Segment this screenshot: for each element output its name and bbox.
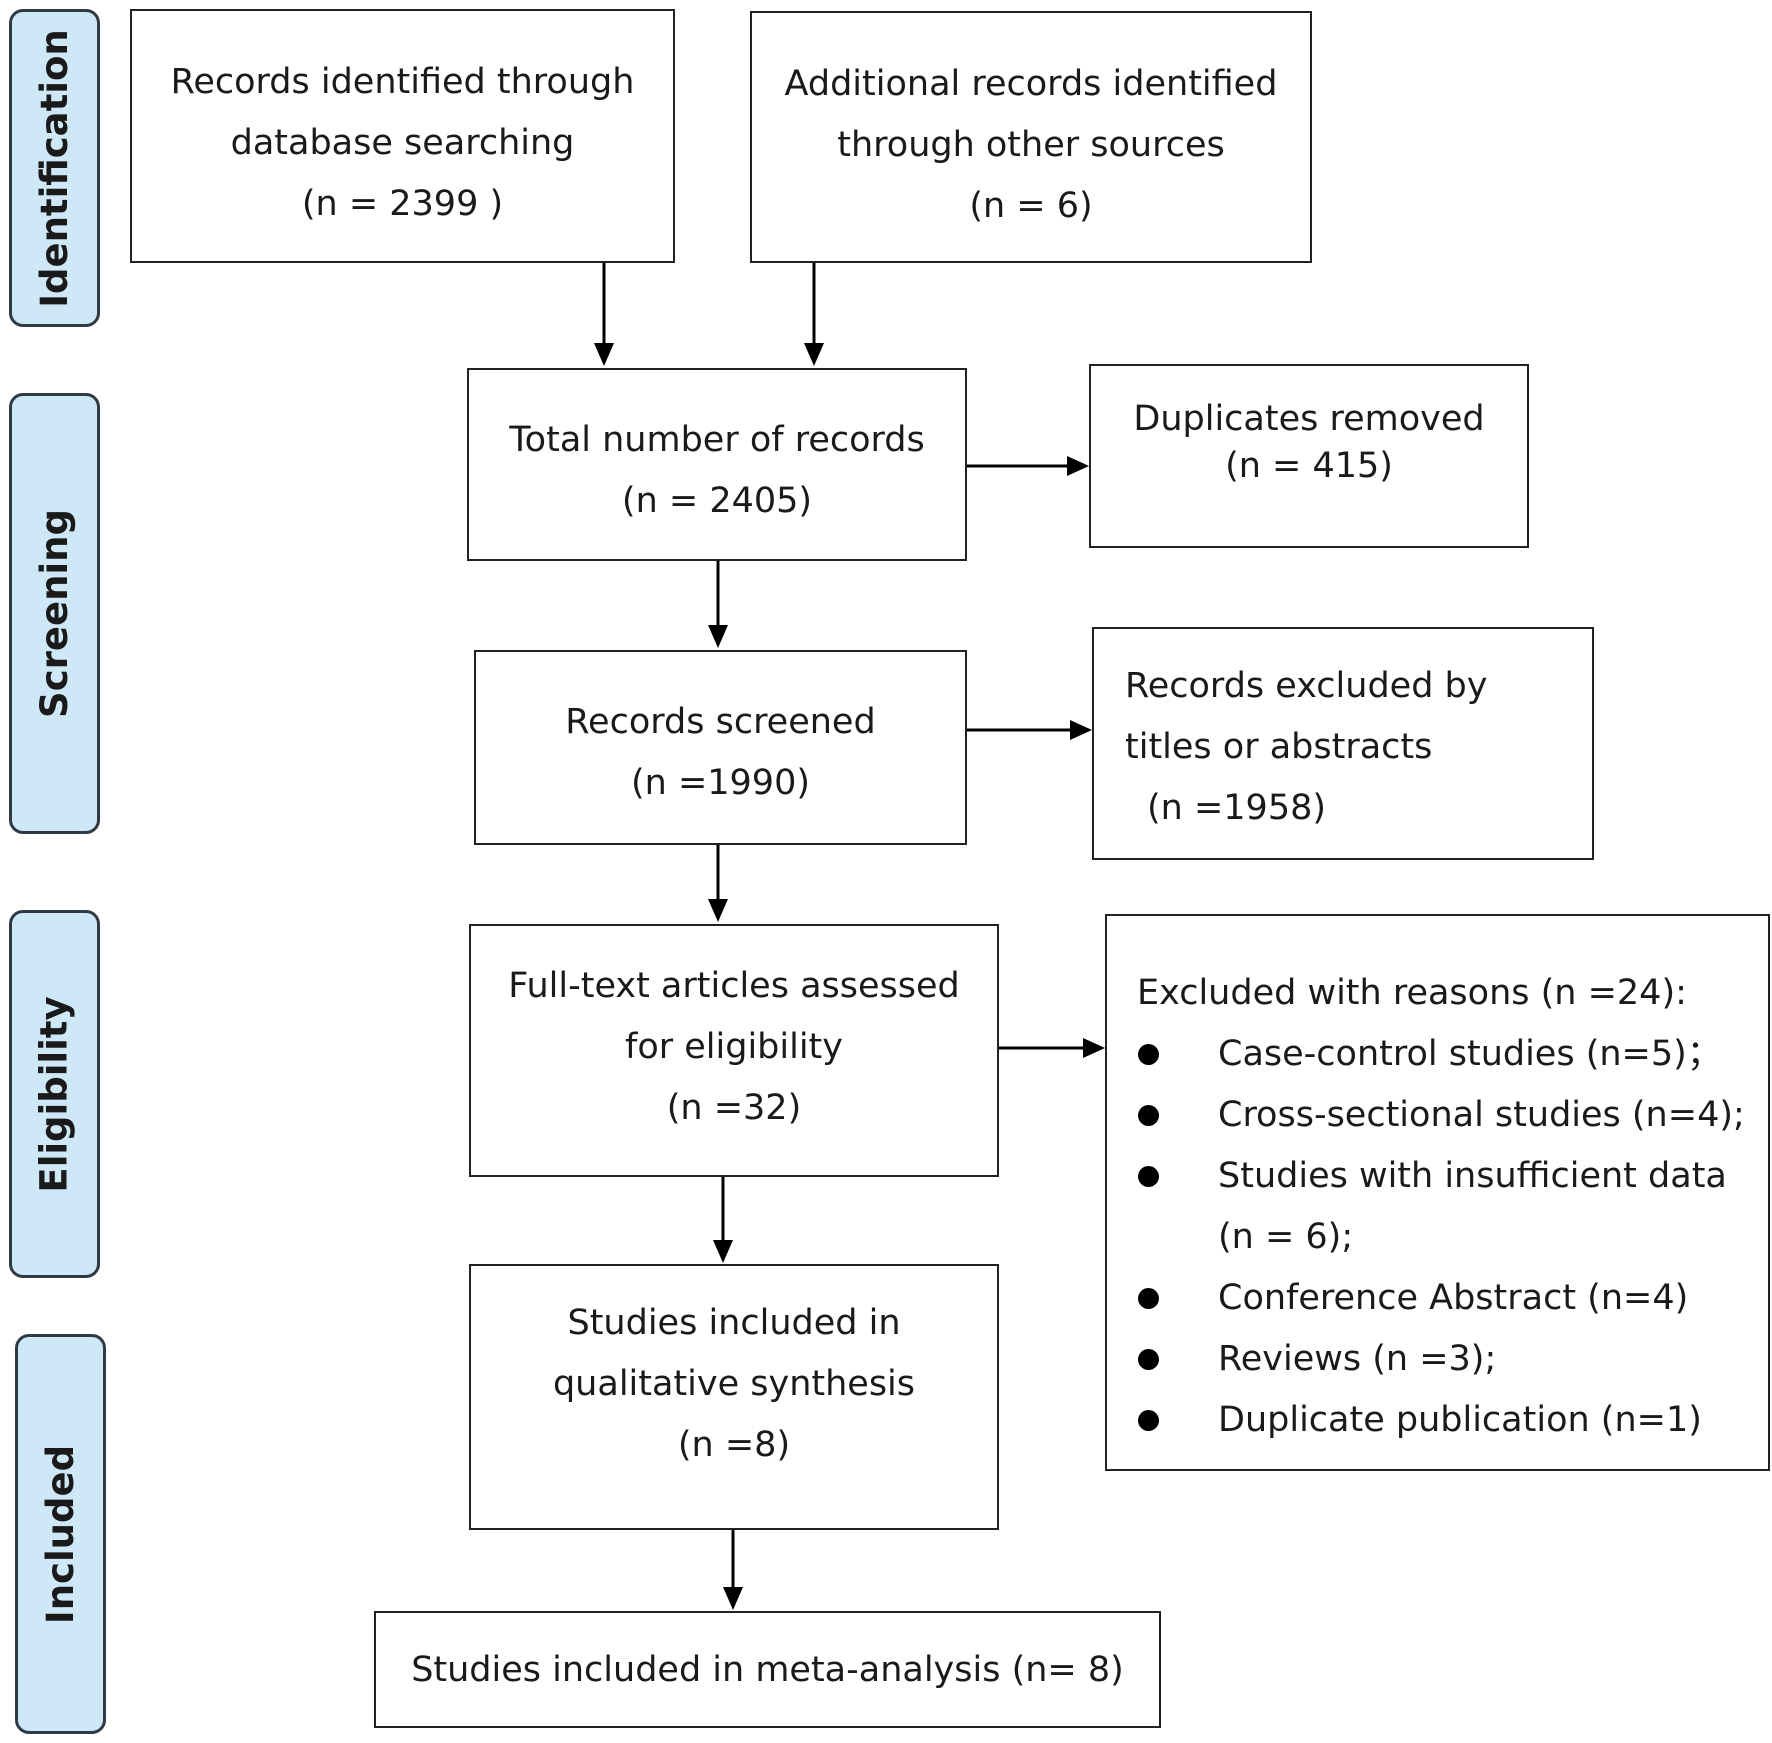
box-fulltext-assessed: Full-text articles assessed for eligibil… bbox=[469, 924, 999, 1177]
box-excluded-titles: Records excluded by titles or abstracts … bbox=[1092, 627, 1594, 860]
box-line: (n = 415) bbox=[1225, 446, 1393, 486]
box-line: Duplicates removed bbox=[1133, 399, 1485, 439]
phase-eligibility: Eligibility bbox=[9, 910, 100, 1278]
list-item: Reviews (n =3); bbox=[1107, 1329, 1768, 1390]
bullet-icon bbox=[1138, 1044, 1159, 1065]
bullet-icon bbox=[1138, 1410, 1159, 1431]
list-item: Conference Abstract (n=4) bbox=[1107, 1268, 1768, 1329]
bullet-icon bbox=[1138, 1166, 1159, 1187]
box-excluded-reasons: Excluded with reasons (n =24): Case-cont… bbox=[1105, 914, 1770, 1471]
list-item: Cross-sectional studies (n=4); bbox=[1107, 1085, 1768, 1146]
box-line: titles or abstracts bbox=[1125, 727, 1433, 767]
list-item-text: Cross-sectional studies (n=4); bbox=[1218, 1095, 1745, 1135]
box-line: (n =8) bbox=[677, 1425, 791, 1465]
box-other-sources: Additional records identified through ot… bbox=[750, 11, 1312, 263]
box-line: (n = 2405) bbox=[621, 481, 813, 521]
box-line: (n = 2399 ) bbox=[301, 184, 504, 224]
list-item-text: Reviews (n =3); bbox=[1218, 1339, 1497, 1379]
box-line: qualitative synthesis bbox=[552, 1364, 916, 1404]
arrowhead bbox=[708, 625, 728, 648]
box-line: Total number of records bbox=[509, 420, 925, 460]
excluded-heading: Excluded with reasons (n =24): bbox=[1137, 973, 1687, 1013]
arrowhead bbox=[1067, 456, 1089, 476]
list-item-text: Conference Abstract (n=4) bbox=[1218, 1278, 1689, 1318]
box-line: Records identified through bbox=[170, 62, 635, 102]
arrowhead bbox=[804, 343, 824, 366]
bullet-icon bbox=[1138, 1288, 1159, 1309]
box-line: database searching bbox=[230, 123, 575, 163]
exclusion-reasons-list: Case-control studies (n=5)； Cross-sectio… bbox=[1107, 1024, 1768, 1451]
box-line: (n =32) bbox=[666, 1088, 802, 1128]
box-line: for eligibility bbox=[625, 1027, 843, 1067]
box-line: through other sources bbox=[837, 125, 1225, 165]
box-qualitative-synthesis: Studies included in qualitative synthesi… bbox=[469, 1264, 999, 1530]
bullet-icon bbox=[1138, 1349, 1159, 1370]
arrowhead bbox=[713, 1240, 733, 1263]
box-line: Records screened bbox=[565, 702, 876, 742]
arrowhead bbox=[708, 899, 728, 922]
list-item: Case-control studies (n=5)； bbox=[1107, 1024, 1768, 1085]
box-duplicates-removed: Duplicates removed (n = 415) bbox=[1089, 364, 1529, 548]
box-line: (n =1990) bbox=[630, 763, 811, 803]
bullet-icon bbox=[1138, 1105, 1159, 1126]
arrowhead bbox=[723, 1587, 743, 1610]
phase-included: Included bbox=[15, 1334, 106, 1734]
box-line: (n =1958) bbox=[1147, 788, 1327, 828]
list-item-text: Duplicate publication (n=1) bbox=[1218, 1400, 1702, 1440]
list-item: Studies with insufficient data (n = 6); bbox=[1107, 1146, 1768, 1268]
list-item-text: Case-control studies (n=5)； bbox=[1218, 1034, 1722, 1074]
box-line: Additional records identified bbox=[784, 64, 1278, 104]
phase-screening: Screening bbox=[9, 393, 100, 834]
phase-identification: Identification bbox=[9, 9, 100, 327]
arrowhead bbox=[594, 343, 614, 366]
arrowhead bbox=[1083, 1038, 1105, 1058]
list-item: Duplicate publication (n=1) bbox=[1107, 1390, 1768, 1451]
box-meta-analysis: Studies included in meta-analysis (n= 8) bbox=[374, 1611, 1161, 1728]
box-records-screened: Records screened (n =1990) bbox=[474, 650, 967, 845]
box-line: (n = 6) bbox=[969, 186, 1093, 226]
list-item-continuation: (n = 6); bbox=[1218, 1217, 1354, 1257]
list-item-text: Studies with insufficient data bbox=[1218, 1156, 1727, 1196]
box-line: Studies included in meta-analysis (n= 8) bbox=[411, 1650, 1124, 1690]
box-total-records: Total number of records (n = 2405) bbox=[467, 368, 967, 561]
box-line: Studies included in bbox=[567, 1303, 901, 1343]
box-line: Full-text articles assessed bbox=[508, 966, 960, 1006]
box-line: Records excluded by bbox=[1125, 666, 1488, 706]
box-database-records: Records identified through database sear… bbox=[130, 9, 675, 263]
arrowhead bbox=[1070, 720, 1092, 740]
